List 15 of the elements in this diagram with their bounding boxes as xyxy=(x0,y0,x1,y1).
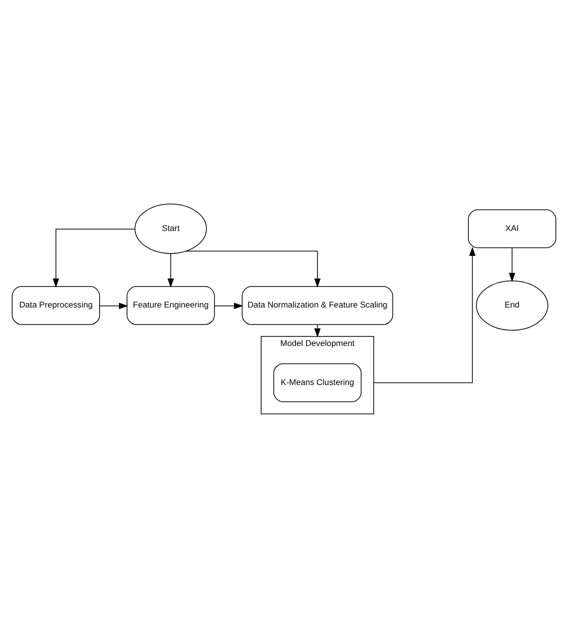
node-box: Data Preprocessing xyxy=(12,286,100,324)
arrow xyxy=(52,228,136,288)
node-ellipse: End xyxy=(476,280,548,330)
arrow xyxy=(168,252,174,288)
arrow xyxy=(214,302,244,309)
node-ellipse: Start xyxy=(134,203,207,254)
arrow xyxy=(314,324,321,337)
node-box: Data Normalization & Feature Scaling xyxy=(242,286,394,324)
arrow xyxy=(186,250,321,288)
node-box: Feature Engineering xyxy=(126,286,215,324)
node-box: XAI xyxy=(468,208,556,248)
node-box: K-Means Clustering xyxy=(273,362,362,402)
arrow xyxy=(508,247,516,282)
arrow xyxy=(99,302,128,309)
arrow xyxy=(373,246,476,383)
